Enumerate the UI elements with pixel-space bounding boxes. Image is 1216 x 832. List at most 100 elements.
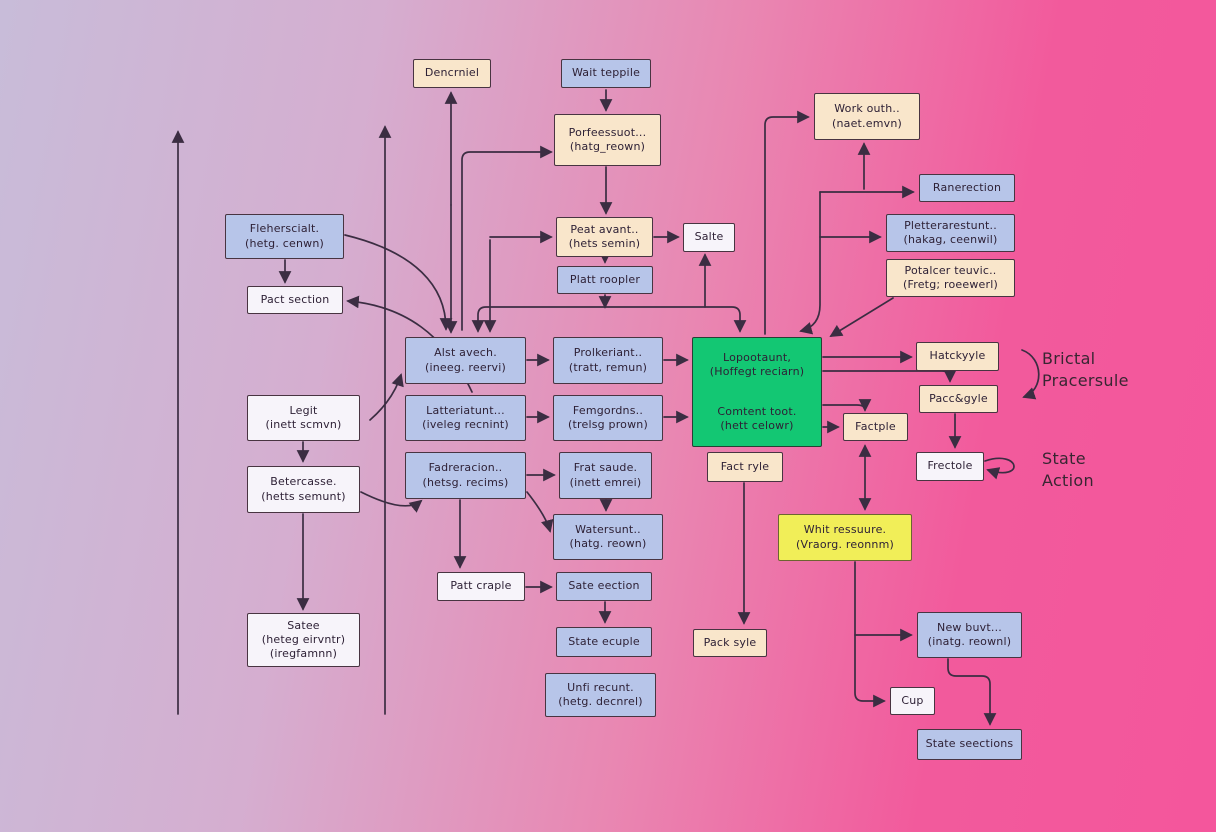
node-watersunt: Watersunt..(hatg. reown) [553,514,663,560]
node-label: Sate eection [568,579,640,593]
node-label: Porfeessuot... [568,125,647,139]
node-label: Whit ressuure. [803,523,887,537]
node-label: Alst avech. [434,346,497,360]
node-peat-avant: Peat avant..(hets semin) [556,217,653,257]
node-label: State ecuple [568,634,640,648]
node-label: (Fretg; roeewerl) [903,278,998,291]
edge-splitter-to-alst [471,306,606,333]
node-label: Lopootaunt, [722,350,792,364]
edge-alst-up-to-porfeessuot [461,145,553,331]
node-cup: Cup [890,687,935,715]
node-label: Legit [289,403,318,417]
node-femgordns: Femgordns..(trelsg prown) [553,395,663,441]
node-frectole: Frectole [916,452,984,481]
node-label: (tratt, remun) [568,360,648,374]
node-label: (trelsg prown) [568,418,648,431]
node-label: (inett scmvn) [265,418,342,431]
node-label: (hets semin) [568,237,641,250]
node-betercasse: Betercasse.(hetts semunt) [247,466,360,513]
node-hatckyyle: Hatckyyle [916,342,999,371]
node-porfeessuot: Porfeessuot...(hatg_reown) [554,114,661,166]
node-factple: Factple [843,413,908,441]
label-line: State [1042,449,1086,468]
node-label: Satee [287,618,320,632]
node-label: Platt roopler [569,272,641,286]
node-prolkeriant: Prolkeriant..(tratt, remun) [553,337,663,384]
node-label: Fleherscialt. [249,222,320,236]
node-label: State seections [925,737,1014,751]
label-line: Action [1042,471,1094,491]
node-label: Comtent toot. [717,405,797,418]
node-whit-ressuure: Whit ressuure.(Vraorg. reonnm) [778,514,912,561]
node-patt-craple: Patt craple [437,572,525,601]
node-label: Work outh.. [834,102,900,116]
node-label: Hatckyyle [929,349,986,363]
node-legit: Legit(inett scmvn) [247,395,360,441]
node-label: Peat avant.. [570,222,639,236]
node-label: (hakag, ceenwil) [903,233,998,246]
node-label: Wait teppile [571,66,641,80]
node-pletterarestunt: Pletterarestunt..(hakag, ceenwil) [886,214,1015,252]
node-label: (hatg. reown) [569,537,647,550]
node-label: (hetg. cenwn) [245,236,324,250]
label-line: Brictal [1042,349,1096,368]
node-label: Latteriatunt... [426,403,505,417]
node-label: Ranerection [932,180,1002,194]
node-potalcer-teuvic: Potalcer teuvic..(Fretg; roeewerl) [886,259,1015,297]
node-label: Prolkeriant.. [573,346,643,360]
node-work-outh: Work outh..(naet.emvn) [814,93,920,140]
node-label: (iveleg recnint) [422,418,509,431]
edge-curve-to-alst-left [369,373,404,421]
node-state-ecuple: State ecuple [556,627,652,657]
edge-frectole-self-loop [984,457,1015,480]
node-paccgyle: Pacc&gyle [919,385,998,413]
node-pack-syle: Pack syle [693,629,767,657]
node-state-seections: State seections [917,729,1022,760]
node-label: (Hoffegt reciarn) [709,364,805,378]
node-label: Frectole [927,459,973,473]
node-platt-roopler: Platt roopler [557,266,653,294]
node-label: Pack syle [703,635,757,649]
node-dencrniel: Dencrniel [413,59,491,88]
node-label: Unfi recunt. [567,680,634,694]
node-label: Pacc&gyle [929,391,988,405]
node-label: Femgordns.. [572,403,644,417]
node-fadreracion: Fadreracion..(hetsg. recims) [405,452,526,499]
edge-green-up-to-work-outh [764,110,810,335]
node-label: Pact section [260,292,330,306]
node-label: Dencrniel [424,66,480,80]
node-salte: Salte [683,223,735,252]
node-unfi-recunt: Unfi recunt.(hetg. decnrel) [545,673,656,717]
edge-potalcer-diag-to-green [829,297,894,337]
node-label: Fact ryle [720,459,770,473]
node-label: (hett celowr) [720,419,794,433]
node-label: Salte [694,230,724,244]
node-sate-eection: Sate eection [556,572,652,601]
node-label: (hetts semunt) [261,489,346,503]
node-label: Factple [855,419,896,433]
node-frat-saude: Frat saude.(inett emrei) [559,452,652,499]
node-label: (heteg eirvntr) [261,632,346,646]
node-label: Cup [901,693,924,707]
node-label: New buvt... [937,620,1002,634]
node-label: (inatg. reownl) [927,635,1012,648]
node-label: Betercasse. [270,475,337,489]
edge-junction-hook-to-green [799,191,821,335]
node-label: Patt craple [450,579,512,593]
node-label: (iregfamnn) [269,647,338,661]
node-lopootaunt: Lopootaunt,(Hoffegt reciarn) Comtent toot… [692,337,822,447]
node-alst-avech: Alst avech.(ineeg. reervi) [405,337,526,384]
edge-green-to-factple-top [822,399,872,412]
node-pact-section: Pact section [247,286,343,314]
label-line: Pracersule [1042,371,1129,391]
node-latteriatunt: Latteriatunt...(iveleg recnint) [405,395,526,441]
node-label: Pletterarestunt.. [904,218,997,232]
edge-fleherscialt-curve-to-alst [344,234,453,331]
node-label: (hetg. decnrel) [558,695,643,708]
node-label: Frat saude. [573,461,638,475]
node-label: (naet.emvn) [831,116,903,130]
node-wait-teppile: Wait teppile [561,59,651,88]
